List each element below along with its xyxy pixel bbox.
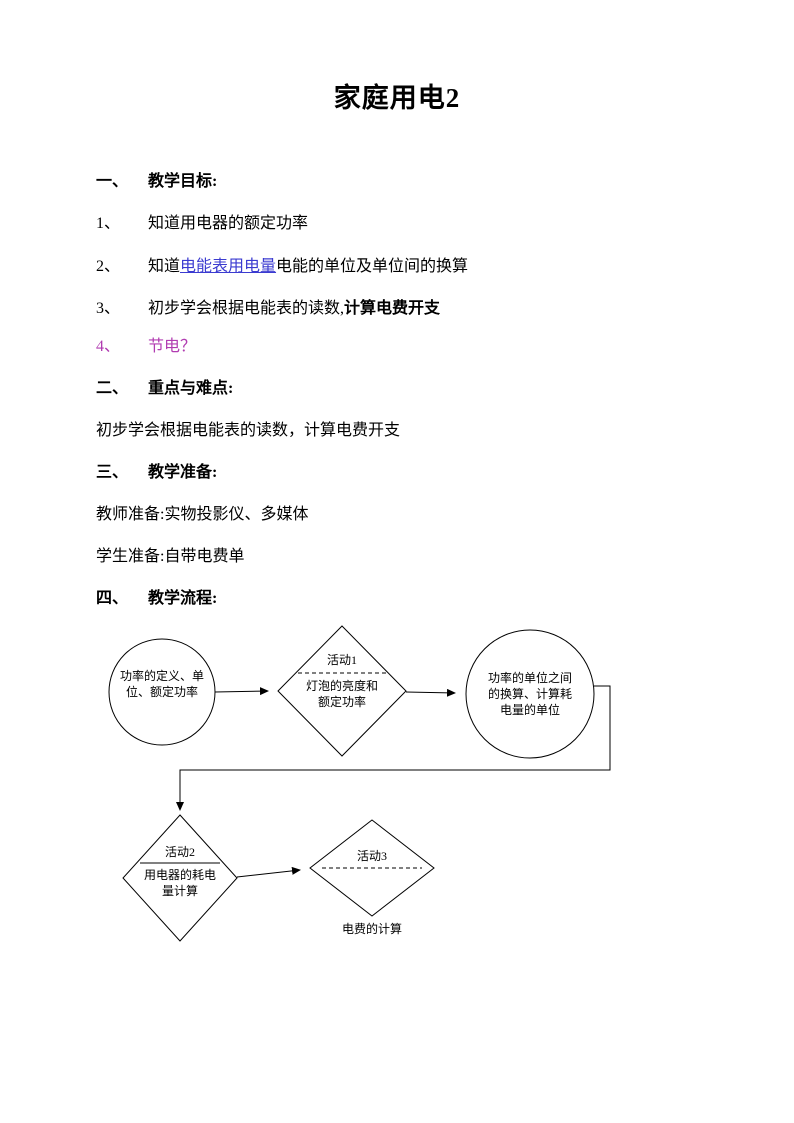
goal-item-2: 2、 知道电能表用电量电能的单位及单位间的换算	[96, 256, 716, 278]
document-title: 家庭用电2	[333, 83, 461, 113]
goal-4-text: 节电？	[148, 338, 197, 355]
circle-power-units	[465, 629, 595, 759]
goal-3-number: 3、	[96, 300, 121, 317]
section-1-heading: 一、 教学目标:	[96, 171, 716, 193]
goal-3-text-b: 计算电费开支	[344, 300, 441, 317]
section-4-title: 教学流程:	[148, 590, 218, 607]
circle2-label: 功率的单位之间的换算、计算耗电量的单位	[487, 671, 572, 717]
arrow-diamond1-to-circle2	[405, 688, 456, 697]
section-2-title: 重点与难点:	[148, 380, 234, 397]
section-4-heading: 四、 教学流程:	[96, 588, 716, 610]
section-2-number: 二、	[96, 380, 129, 397]
section-2-body: 初步学会根据电能表的读数，计算电费开支	[96, 420, 716, 442]
goal-3-text-a: 初步学会根据电能表的读数,	[148, 300, 345, 317]
goal-1-text: 知道用电器的额定功率	[148, 215, 309, 232]
prep-student-text: 学生准备:自带电费单	[96, 548, 245, 565]
goal-2-suffix: 电能的单位及单位间的换算	[276, 258, 469, 275]
diamond2-title: 活动2	[164, 845, 195, 859]
goal-2-text: 知道电能表用电量电能的单位及单位间的换算	[148, 256, 468, 278]
diamond-activity-1	[277, 625, 407, 757]
diamond3-title: 活动3	[356, 849, 387, 863]
diamond1-title: 活动1	[326, 653, 357, 667]
prep-student-line: 学生准备:自带电费单	[96, 546, 716, 568]
section-4-number: 四、	[96, 590, 129, 607]
diamond-activity-2	[122, 814, 238, 942]
arrow-diamond2-to-diamond3	[236, 866, 301, 878]
prep-teacher-text: 教师准备:实物投影仪、多媒体	[96, 506, 309, 523]
goal-item-1: 1、 知道用电器的额定功率	[96, 213, 716, 235]
connector-circle2-to-diamond2	[176, 685, 611, 811]
section-2-body-text: 初步学会根据电能表的读数，计算电费开支	[96, 422, 401, 439]
goal-2-highlight: 电能表用电量	[180, 258, 277, 275]
goal-4-number: 4、	[96, 338, 121, 355]
section-2-heading: 二、 重点与难点:	[96, 378, 716, 400]
goal-item-3: 3、 初步学会根据电能表的读数,计算电费开支	[96, 298, 716, 320]
section-3-number: 三、	[96, 464, 129, 481]
teaching-flowchart: 功率的定义、单位、额定功率 活动1 灯泡的亮度和额定功率 功率的单位之间的换算、…	[0, 618, 794, 963]
diamond1-body: 灯泡的亮度和额定功率	[305, 679, 378, 709]
goal-2-number: 2、	[96, 258, 121, 275]
section-3-heading: 三、 教学准备:	[96, 462, 716, 484]
goal-2-prefix: 知道	[148, 258, 181, 275]
goal-1-number: 1、	[96, 215, 121, 232]
flowchart-canvas	[108, 625, 611, 942]
circle1-label: 功率的定义、单位、额定功率	[119, 669, 204, 699]
section-1-number: 一、	[96, 173, 129, 190]
goal-item-4: 4、 节电？	[96, 336, 716, 358]
diamond2-body: 用电器的耗电量计算	[143, 868, 216, 898]
prep-teacher-line: 教师准备:实物投影仪、多媒体	[96, 504, 716, 526]
arrow-circle1-to-diamond1	[214, 687, 269, 696]
goal-3-text: 初步学会根据电能表的读数,计算电费开支	[148, 298, 440, 320]
diamond3-caption: 电费的计算	[341, 922, 402, 936]
section-3-title: 教学准备:	[148, 464, 218, 481]
section-1-title: 教学目标:	[148, 173, 218, 190]
